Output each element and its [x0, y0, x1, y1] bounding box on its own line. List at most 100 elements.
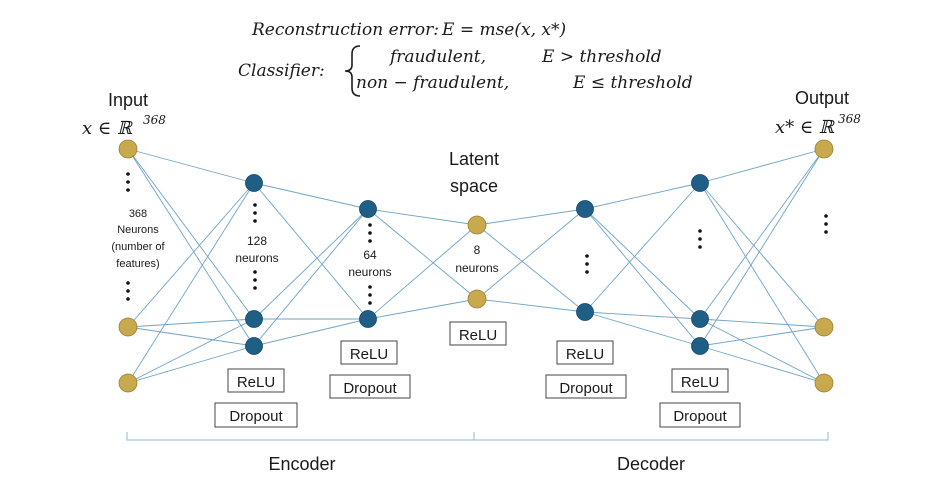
connection-line: [699, 318, 825, 328]
enc1-neuron: [245, 310, 263, 328]
ellipsis-dot: [368, 301, 372, 305]
encoder-layer2-relu-label: ReLU: [350, 346, 388, 363]
layer-boxes: ReLU Dropout ReLU Dropout ReLU ReLU Drop…: [214, 321, 741, 428]
latent-size-line1: 8: [474, 243, 481, 257]
connection-line: [699, 345, 825, 384]
input-neuron: [118, 139, 138, 159]
ellipsis-dot: [253, 219, 257, 223]
decoder-layer1-relu-box: ReLU: [556, 340, 614, 365]
ellipsis-dot: [368, 231, 372, 235]
connection-line: [699, 326, 825, 347]
ellipsis-dot: [368, 285, 372, 289]
connection-line: [253, 318, 369, 347]
encoder-layer1-size-line1: 128: [247, 234, 267, 248]
latent-neuron: [467, 289, 487, 309]
output-labels: Output x* ∈ ℝ 368: [775, 88, 861, 138]
latent-title-line1: Latent: [449, 149, 499, 169]
connection-line: [476, 298, 586, 313]
decoder-bracket: [474, 432, 829, 441]
connection-line: [127, 148, 255, 347]
decoder-layer2-relu-label: ReLU: [681, 374, 719, 391]
encoder-layer1-dropout-label: Dropout: [229, 408, 283, 425]
connection-line: [127, 318, 255, 384]
input-size-line2: Neurons: [117, 224, 159, 236]
connection-line: [584, 182, 701, 210]
case-fraudulent-label: fraudulent,: [388, 47, 486, 67]
dec2-neuron: [691, 174, 709, 192]
ellipsis-dot: [126, 180, 130, 184]
latent-size-line2: neurons: [455, 261, 498, 275]
connection-line: [367, 208, 478, 300]
encoder-labels: 128 neurons 64 neurons: [235, 234, 391, 279]
ellipsis-dot: [585, 262, 589, 266]
input-size-line1: 368: [129, 208, 147, 220]
reconstruction-label: Reconstruction error:: [251, 20, 439, 40]
connection-line: [699, 318, 825, 384]
reconstruction-expression: E = mse(x, x*): [441, 20, 566, 40]
connections: [127, 148, 825, 384]
enc1-neuron: [245, 337, 263, 355]
decoder-layer1-dropout-box: Dropout: [545, 374, 627, 399]
decoder-layer1-relu-label: ReLU: [566, 346, 604, 363]
ellipsis-dot: [824, 222, 828, 226]
connection-line: [699, 148, 825, 347]
input-size-line3: (number of: [111, 241, 165, 253]
encoder-layer1-relu-label: ReLU: [237, 374, 275, 391]
input-labels: Input x ∈ ℝ 368 368 Neurons (number of f…: [82, 90, 166, 270]
encoder-layer2-size-line1: 64: [363, 248, 377, 262]
encoder-layer2-dropout-label: Dropout: [343, 380, 397, 397]
ellipsis-dots: [126, 172, 828, 305]
latent-relu-label: ReLU: [459, 327, 497, 344]
latent-neuron: [467, 215, 487, 235]
output-title: Output: [795, 88, 849, 108]
case-fraudulent-condition: E > threshold: [541, 47, 662, 67]
input-math-exponent: 368: [143, 113, 166, 127]
latent-labels: Latent space 8 neurons: [449, 149, 499, 275]
ellipsis-dot: [126, 289, 130, 293]
connection-line: [367, 224, 478, 320]
output-neuron: [814, 373, 834, 393]
decoder-label: Decoder: [617, 454, 685, 474]
encoder-layer1-relu-box: ReLU: [227, 368, 285, 393]
neurons: [118, 139, 834, 393]
ellipsis-dot: [368, 239, 372, 243]
encoder-layer1-size-line2: neurons: [235, 251, 278, 265]
ellipsis-dot: [126, 281, 130, 285]
connection-line: [699, 148, 825, 320]
connection-line: [367, 298, 478, 320]
encoder-layer2-relu-box: ReLU: [340, 340, 398, 365]
input-size-line4: features): [116, 258, 159, 270]
formula-block: Reconstruction error: E = mse(x, x*) Cla…: [238, 20, 693, 97]
connection-line: [127, 345, 255, 384]
decoder-layer2-dropout-box: Dropout: [659, 402, 741, 428]
connection-line: [699, 182, 825, 384]
connection-line: [127, 182, 255, 384]
classifier-label: Classifier:: [238, 61, 325, 81]
dec1-neuron: [576, 200, 594, 218]
connection-line: [367, 208, 478, 226]
ellipsis-dot: [253, 278, 257, 282]
encoder-bracket: [126, 432, 475, 441]
connection-line: [699, 182, 825, 328]
connection-line: [584, 311, 701, 320]
connection-line: [476, 208, 586, 300]
latent-title-line2: space: [450, 176, 498, 196]
section-brackets: [126, 432, 829, 441]
connection-line: [476, 224, 586, 313]
connection-line: [127, 318, 255, 328]
connection-line: [127, 326, 255, 347]
brace-icon: [344, 45, 361, 97]
ellipsis-dot: [368, 293, 372, 297]
input-title: Input: [108, 90, 148, 110]
output-neuron: [814, 139, 834, 159]
enc1-neuron: [245, 174, 263, 192]
ellipsis-dot: [368, 223, 372, 227]
connection-line: [584, 208, 701, 347]
enc2-neuron: [359, 200, 377, 218]
output-math: x* ∈ ℝ: [775, 117, 835, 138]
connection-line: [476, 208, 586, 226]
ellipsis-dot: [824, 214, 828, 218]
input-neuron: [118, 373, 138, 393]
dec2-neuron: [691, 337, 709, 355]
